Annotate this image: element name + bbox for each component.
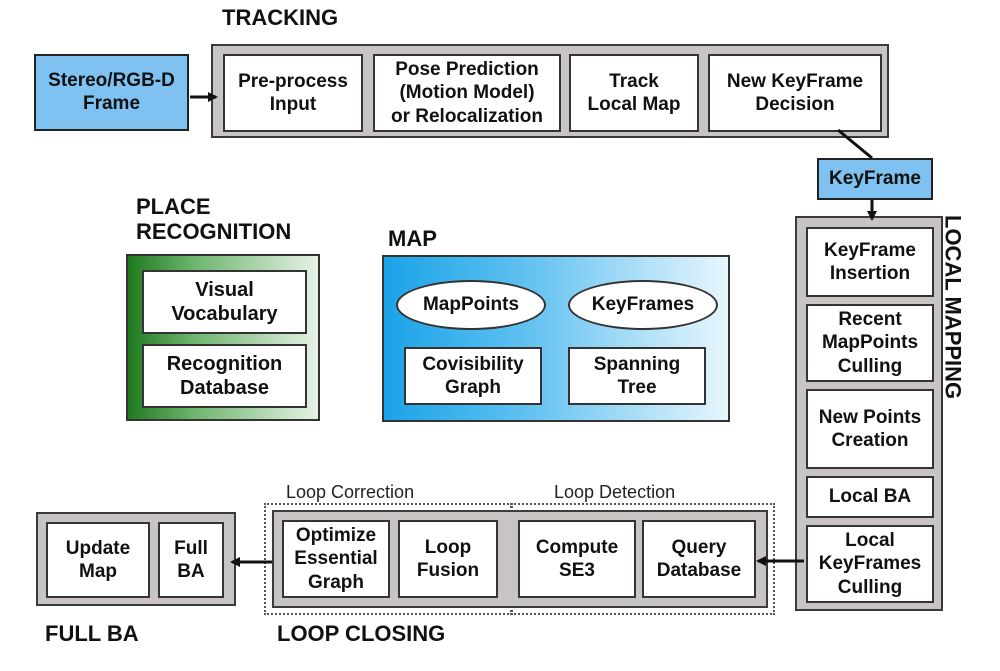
stereo-rgbd-frame-box: Stereo/RGB-D Frame	[34, 54, 189, 131]
full-ba-title: FULL BA	[45, 621, 139, 646]
query-database-box: Query Database	[642, 520, 756, 598]
keyframe-box: KeyFrame	[817, 158, 933, 200]
arrow-decision-to-keyframe	[837, 128, 873, 160]
local-mapping-container: KeyFrame Insertion Recent MapPoints Cull…	[795, 216, 943, 611]
full-ba-container: Update Map Full BA	[36, 512, 236, 606]
place-recognition-container: Visual Vocabulary Recognition Database	[126, 254, 320, 421]
local-mapping-step-local-keyframes-culling: Local KeyFrames Culling	[806, 525, 934, 603]
covisibility-graph-box: Covisibility Graph	[404, 347, 542, 405]
update-map-box: Update Map	[46, 522, 150, 598]
tracking-step-pose-prediction: Pose Prediction (Motion Model) or Reloca…	[373, 54, 561, 132]
local-mapping-step-new-points-creation: New Points Creation	[806, 389, 934, 469]
full-ba-box: Full BA	[158, 522, 224, 598]
visual-vocabulary-box: Visual Vocabulary	[142, 270, 307, 334]
tracking-step-preprocess: Pre-process Input	[223, 54, 363, 132]
loop-correction-label: Loop Correction	[286, 482, 415, 502]
loop-fusion-box: Loop Fusion	[398, 520, 498, 598]
tracking-container: Pre-process Input Pose Prediction (Motio…	[211, 44, 889, 138]
recognition-database-box: Recognition Database	[142, 344, 307, 408]
optimize-essential-graph-box: Optimize Essential Graph	[282, 520, 390, 598]
map-title: MAP	[388, 226, 437, 251]
place-recognition-title: PLACE RECOGNITION	[136, 194, 292, 244]
tracking-step-track-local-map: Track Local Map	[569, 54, 699, 132]
spanning-tree-box: Spanning Tree	[568, 347, 706, 405]
local-mapping-step-local-ba: Local BA	[806, 476, 934, 518]
tracking-step-new-keyframe-decision: New KeyFrame Decision	[708, 54, 882, 132]
mappoints-ellipse: MapPoints	[396, 280, 546, 330]
local-mapping-step-keyframe-insertion: KeyFrame Insertion	[806, 227, 934, 297]
map-container: MapPoints KeyFrames Covisibility Graph S…	[382, 255, 730, 422]
loop-closing-title: LOOP CLOSING	[277, 621, 446, 646]
compute-se3-box: Compute SE3	[518, 520, 636, 598]
loop-detection-label: Loop Detection	[554, 482, 676, 502]
keyframes-ellipse: KeyFrames	[568, 280, 718, 330]
loop-closing-container: Optimize Essential Graph Loop Fusion Com…	[272, 510, 768, 608]
local-mapping-step-recent-mappoints-culling: Recent MapPoints Culling	[806, 304, 934, 382]
tracking-title: TRACKING	[222, 5, 339, 30]
